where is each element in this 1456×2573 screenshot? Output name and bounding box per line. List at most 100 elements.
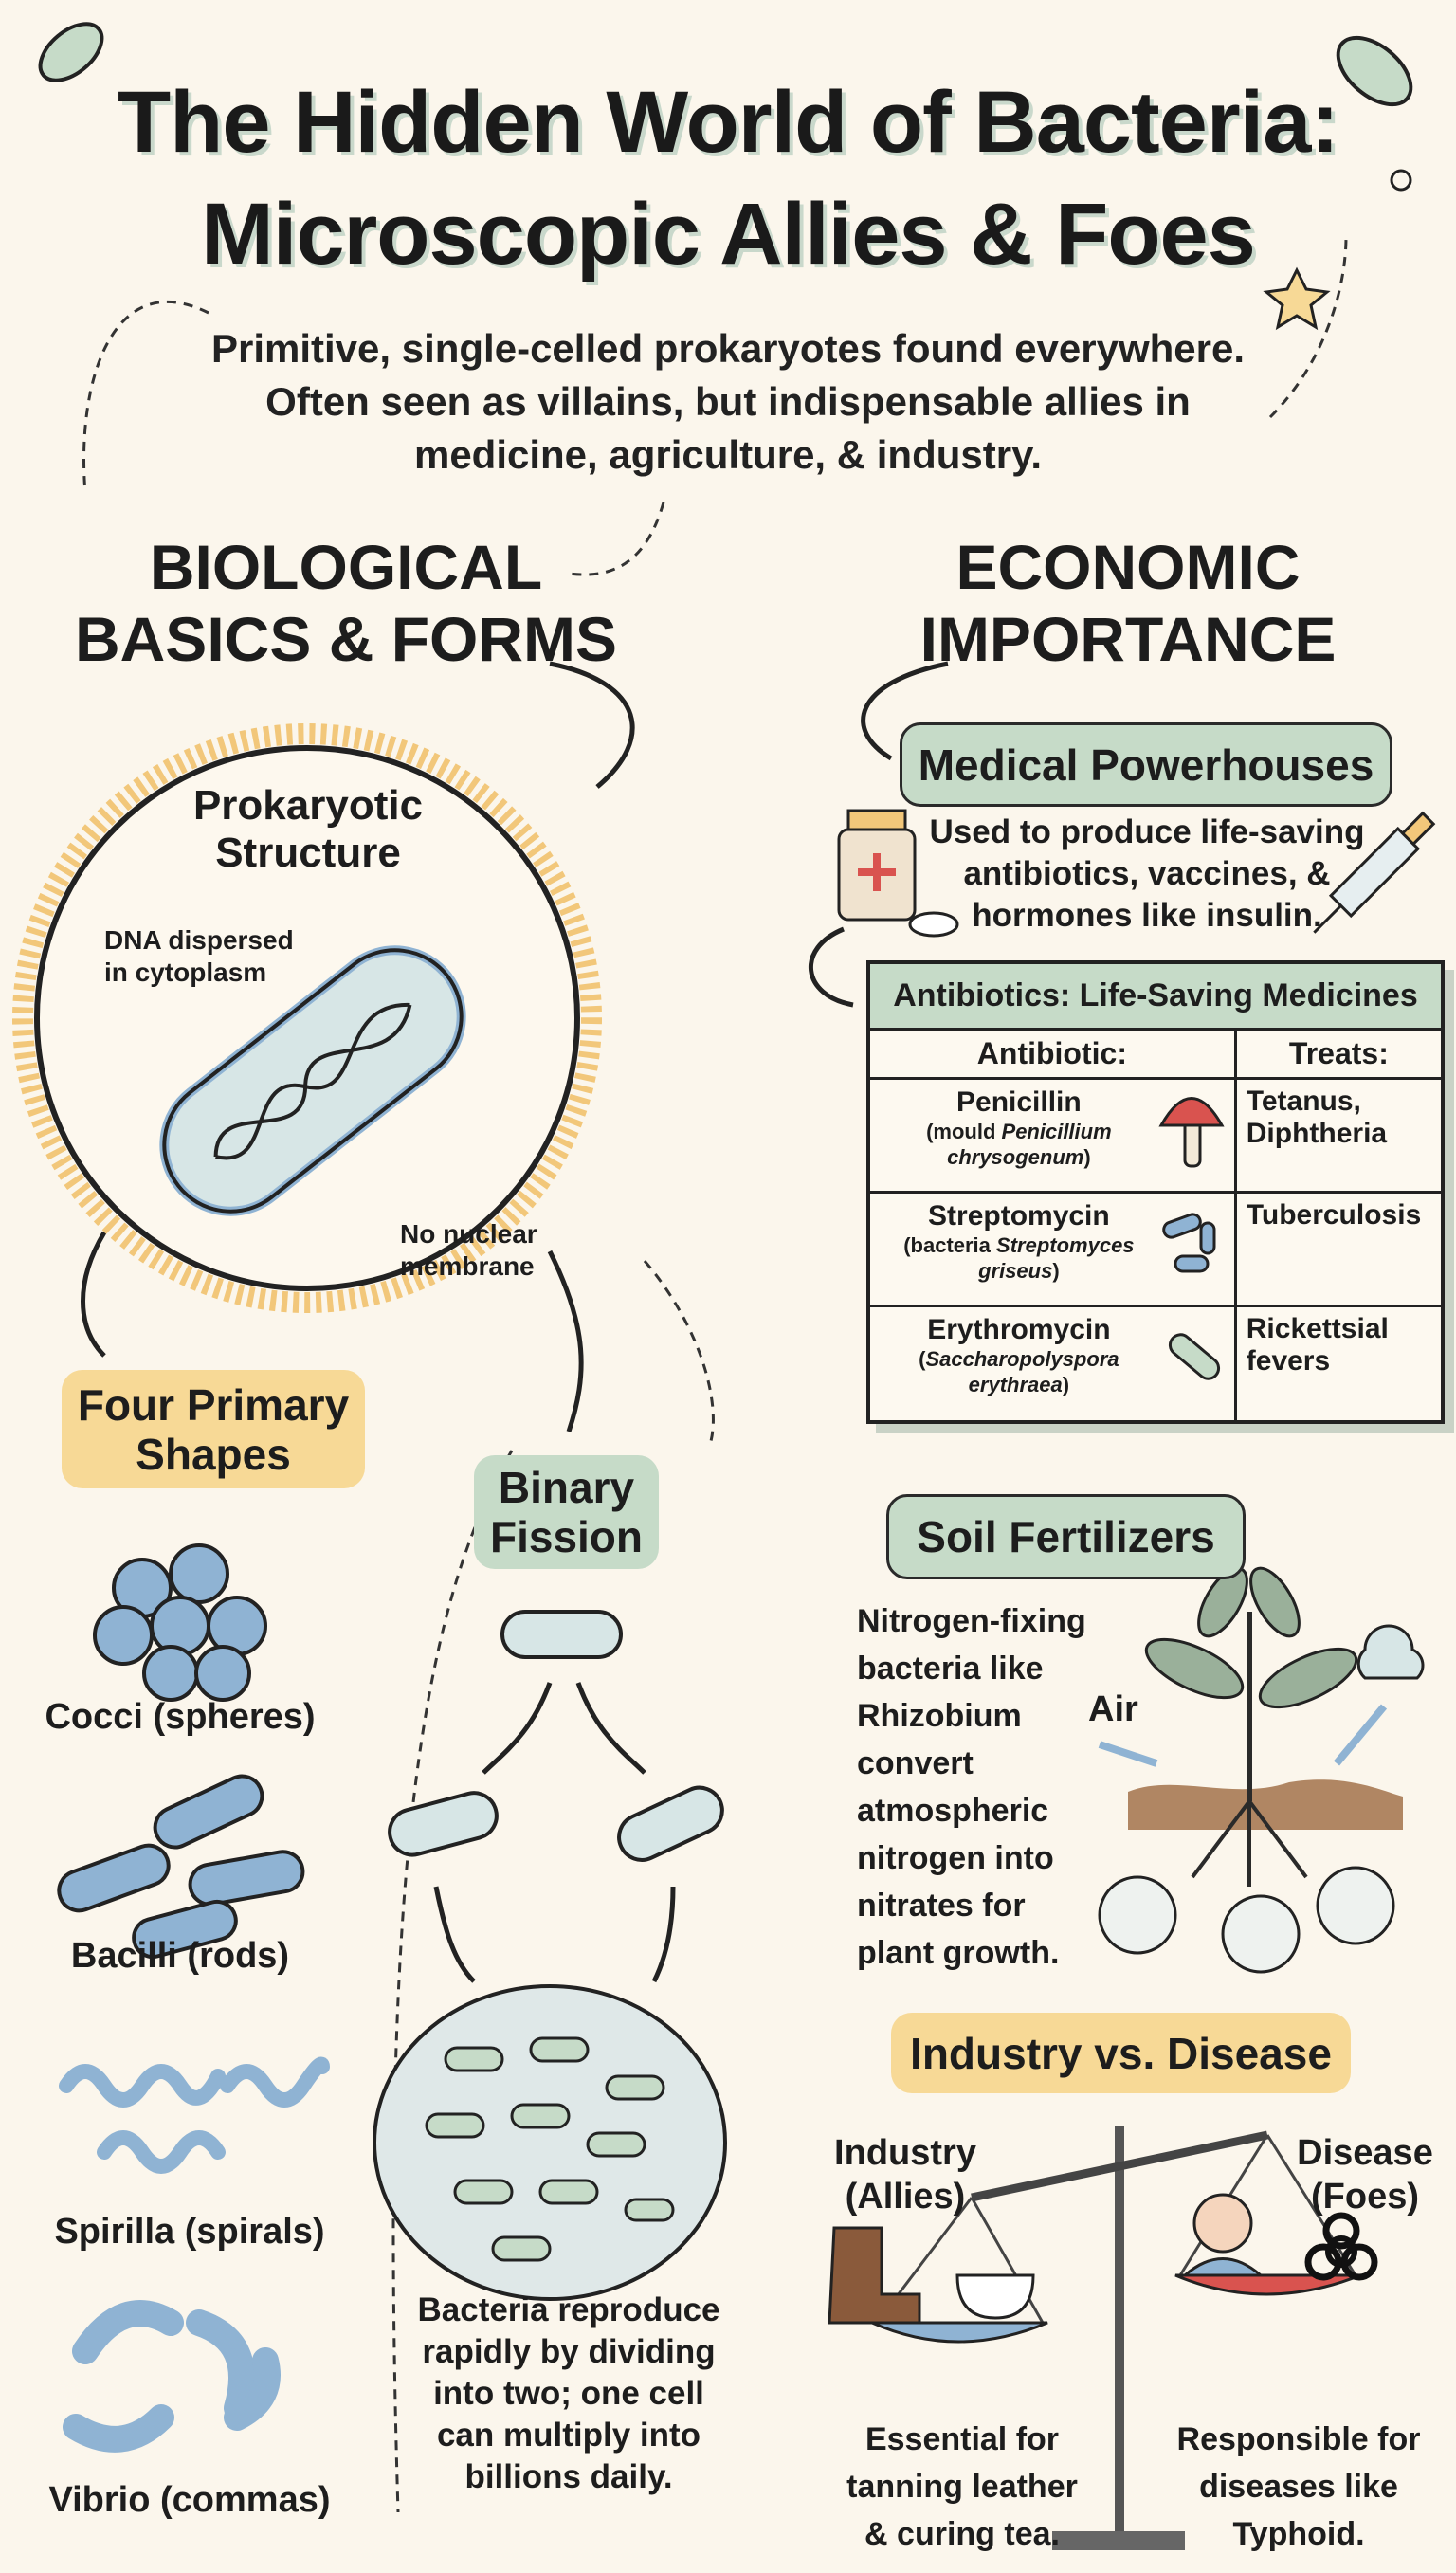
bacterium-icon — [1168, 1333, 1220, 1380]
antibiotic-source: (Saccharopolyspora erythraea) — [880, 1346, 1158, 1397]
heading-line: Shapes — [136, 1429, 291, 1479]
antibiotic-name: Erythromycin — [927, 1314, 1111, 1345]
treats-cell: Rickettsial fevers — [1233, 1305, 1441, 1420]
antibiotic-cell: Erythromycin (Saccharopolyspora erythrae… — [870, 1305, 1237, 1420]
subtitle: Primitive, single-celled prokaryotes fou… — [142, 322, 1314, 482]
source-suffix: ) — [1062, 1373, 1070, 1396]
dividing-cell-icon — [617, 1785, 724, 1862]
shape-label-bacilli: Bacilli (rods) — [70, 1936, 290, 1976]
cocci-icon — [93, 1543, 267, 1702]
label-line: (Allies) — [845, 2177, 966, 2217]
heading-line: Fission — [489, 1512, 644, 1561]
teacup-icon — [956, 2273, 1035, 2320]
arrow — [575, 1682, 646, 1775]
label-line: (Foes) — [1311, 2177, 1419, 2217]
biological-heading: BIOLOGICAL BASICS & FORMS — [57, 531, 635, 675]
plant-roots-illustration — [1098, 1566, 1425, 1974]
subtitle-line: Primitive, single-celled prokaryotes fou… — [210, 326, 1246, 371]
label-line: in cytoplasm — [104, 958, 267, 987]
text-line: atmospheric — [857, 1793, 1049, 1829]
bacteria-nodule-icon — [1221, 1894, 1301, 1974]
treats-cell: Tetanus, Diphtheria — [1233, 1077, 1441, 1194]
source-organism: Saccharopolyspora erythraea — [925, 1347, 1119, 1396]
table-row: Streptomycin (bacteria Streptomyces gris… — [870, 1191, 1441, 1307]
dashed-arrow — [82, 300, 209, 494]
foes-label: Disease (Foes) — [1275, 2131, 1455, 2218]
text-line: Bacteria reproduce — [417, 2291, 720, 2328]
source-prefix: (bacteria — [903, 1233, 997, 1257]
table-row: Erythromycin (Saccharopolyspora erythrae… — [870, 1305, 1441, 1420]
text-line: into two; one cell — [433, 2375, 704, 2412]
dividing-cell-icon — [388, 1791, 499, 1857]
bacteria-nodule-icon — [1316, 1866, 1395, 1945]
antibiotic-cell: Streptomycin (bacteria Streptomyces gris… — [870, 1191, 1237, 1307]
source-suffix: ) — [1083, 1145, 1091, 1169]
bacterium-decoration-icon — [1336, 35, 1413, 107]
vibrio-icon — [63, 2300, 281, 2453]
title-line: Structure — [215, 830, 401, 876]
text-line: nitrates for — [857, 1888, 1026, 1924]
cell-wall-ring — [12, 723, 602, 1313]
medicine-bottle-icon — [837, 809, 959, 938]
membrane-label: No nuclear membrane — [400, 1218, 537, 1283]
text-line: Responsible for — [1176, 2421, 1421, 2457]
bacterium-cell-icon — [159, 945, 466, 1216]
text-line: nitrogen into — [857, 1840, 1054, 1876]
syringe-icon — [1313, 811, 1436, 934]
shape-label-spirilla: Spirilla (spirals) — [54, 2212, 325, 2252]
allies-text: Essential for tanning leather & curing t… — [825, 2416, 1100, 2558]
text-line: plant growth. — [857, 1935, 1060, 1971]
source-organism: Streptomyces griseus — [978, 1233, 1135, 1283]
antibiotic-cell: Penicillin (mould Penicillium chrysogenu… — [870, 1077, 1237, 1194]
source-suffix: ) — [1052, 1259, 1060, 1283]
bacteria-icon — [1161, 1213, 1216, 1273]
industry-heading: Industry vs. Disease — [891, 2013, 1351, 2093]
subtitle-line: Often seen as villains, but indispensabl… — [265, 379, 1191, 424]
antibiotic-source: (bacteria Streptomyces griseus) — [880, 1232, 1158, 1284]
page-title: The Hidden World of Bacteria: Microscopi… — [0, 66, 1456, 290]
arrow — [482, 1682, 553, 1775]
antibiotic-name: Streptomycin — [928, 1200, 1110, 1232]
medical-text: Used to produce life-saving antibiotics,… — [910, 812, 1384, 937]
arrow — [81, 1231, 107, 1358]
text-line: & curing tea. — [864, 2516, 1060, 2552]
heading-line: Binary — [498, 1463, 635, 1512]
sick-person-icon — [1192, 2193, 1253, 2254]
subtitle-line: medicine, agriculture, & industry. — [413, 432, 1043, 477]
label-line: Industry — [834, 2133, 976, 2173]
parent-cell-icon — [500, 1610, 623, 1659]
title-line: Microscopic Allies & Foes — [201, 186, 1256, 283]
heading-line: Four Primary — [77, 1379, 350, 1430]
arrow — [861, 661, 949, 761]
text-line: Used to produce life-saving — [929, 813, 1365, 850]
shape-label-vibrio: Vibrio (commas) — [48, 2480, 331, 2520]
cloud-icon — [1356, 1624, 1425, 1680]
star-icon — [1263, 266, 1331, 331]
arrow — [549, 661, 635, 789]
antibiotics-table: Antibiotics: Life-Saving Medicines Antib… — [866, 960, 1445, 1424]
bacilli-icon — [57, 1774, 305, 1960]
fission-text: Bacteria reproduce rapidly by dividing i… — [379, 2290, 758, 2498]
bacteria-colony-icon — [373, 1984, 727, 2301]
dashed-arrow — [568, 502, 665, 576]
foes-text: Responsible for diseases like Typhoid. — [1156, 2416, 1441, 2558]
label-line: No nuclear — [400, 1219, 537, 1249]
shapes-heading: Four Primary Shapes — [62, 1370, 365, 1488]
text-line: Essential for — [864, 2421, 1060, 2457]
soil-text: Nitrogen-fixing bacteria like Rhizobium … — [857, 1597, 1086, 1977]
soil-heading: Soil Fertilizers — [886, 1494, 1246, 1579]
dashed-arrow — [1268, 236, 1348, 419]
label-line: membrane — [400, 1251, 535, 1281]
text-line: antibiotics, vaccines, & — [963, 855, 1331, 892]
arrow — [651, 1886, 676, 1983]
heading-line: ECONOMIC — [956, 532, 1301, 602]
air-label: Air — [1088, 1689, 1138, 1729]
column-header: Treats: — [1233, 1031, 1441, 1080]
economic-heading: ECONOMIC IMPORTANCE — [834, 531, 1422, 675]
text-line: can multiply into — [436, 2417, 701, 2454]
balance-scale-illustration — [828, 2126, 1378, 2550]
text-line: billions daily. — [464, 2458, 673, 2495]
arrow — [547, 1250, 584, 1432]
title-line: Prokaryotic — [192, 782, 424, 829]
